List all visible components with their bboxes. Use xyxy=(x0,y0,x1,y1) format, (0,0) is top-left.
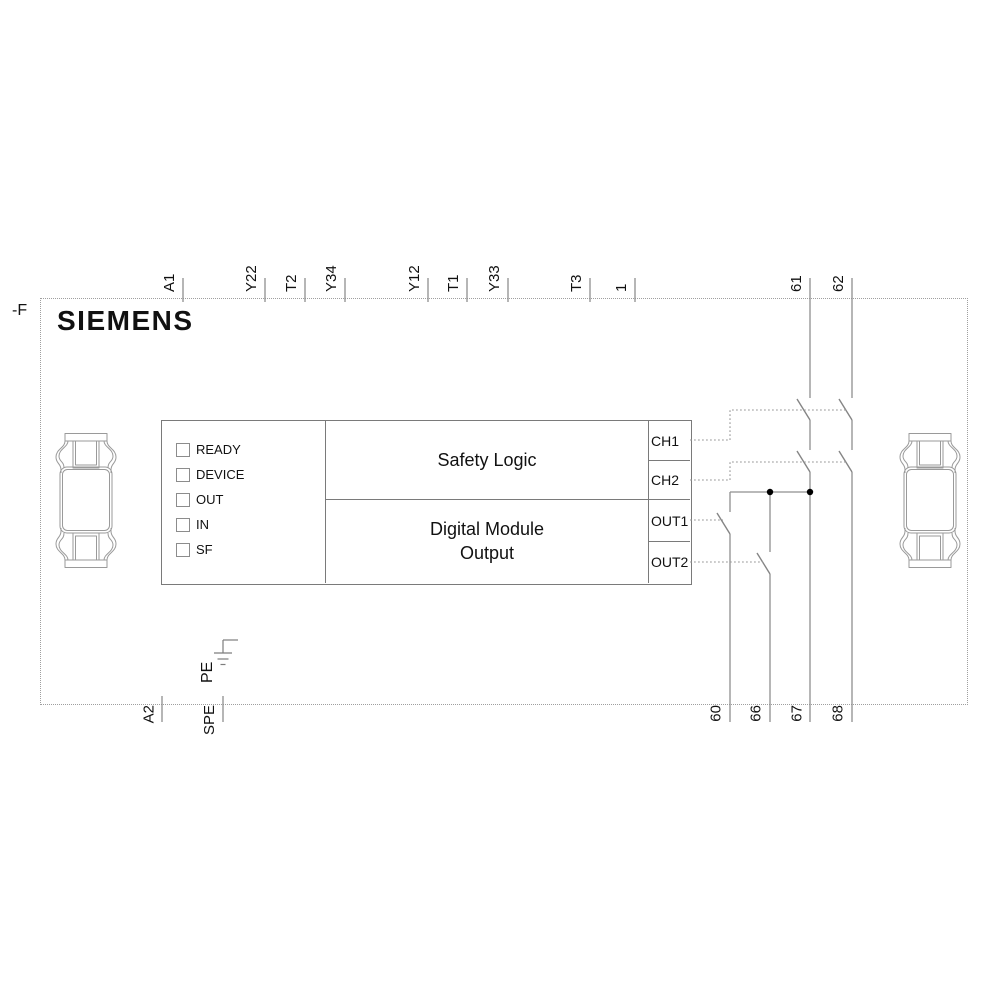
led-device-label: DEVICE xyxy=(196,467,245,482)
mounting-clip-left-icon xyxy=(55,433,117,568)
port-out2: OUT2 xyxy=(651,554,689,570)
led-out-label: OUT xyxy=(196,492,224,507)
safety-logic-label: Safety Logic xyxy=(437,449,537,470)
port-out1: OUT1 xyxy=(651,512,689,529)
port-divider-ch1-ch2 xyxy=(648,460,690,461)
power-wires xyxy=(729,278,853,722)
mounting-clip-right-icon xyxy=(899,433,961,568)
control-links xyxy=(690,409,847,563)
reference-designator: -F xyxy=(12,302,28,319)
earth-ground-icon xyxy=(214,639,238,666)
led-sf-label: SF xyxy=(196,542,213,557)
block-divider-ports xyxy=(648,420,649,583)
contact-blades xyxy=(716,398,853,575)
led-device-icon xyxy=(176,468,190,482)
device-boundary xyxy=(40,298,968,705)
led-ready-label: READY xyxy=(196,442,241,457)
block-divider-led xyxy=(325,420,326,583)
led-out-icon xyxy=(176,493,190,507)
led-ready-icon xyxy=(176,443,190,457)
function-block xyxy=(161,420,692,585)
led-in-label: IN xyxy=(196,517,209,532)
junction-dots xyxy=(766,488,814,496)
brand-logo: SIEMENS xyxy=(57,305,194,336)
top-terminal-ticks xyxy=(182,278,636,302)
digital-module-line1: Digital Module xyxy=(429,519,545,539)
led-sf-icon xyxy=(176,543,190,557)
block-divider-logic-output xyxy=(325,499,690,500)
port-ch1: CH1 xyxy=(651,432,680,449)
bottom-terminal-ticks xyxy=(161,696,224,722)
digital-module-line2: Output xyxy=(459,543,515,563)
led-in-icon xyxy=(176,518,190,532)
port-divider-out1-out2 xyxy=(648,541,690,542)
port-ch2: CH2 xyxy=(651,472,680,488)
